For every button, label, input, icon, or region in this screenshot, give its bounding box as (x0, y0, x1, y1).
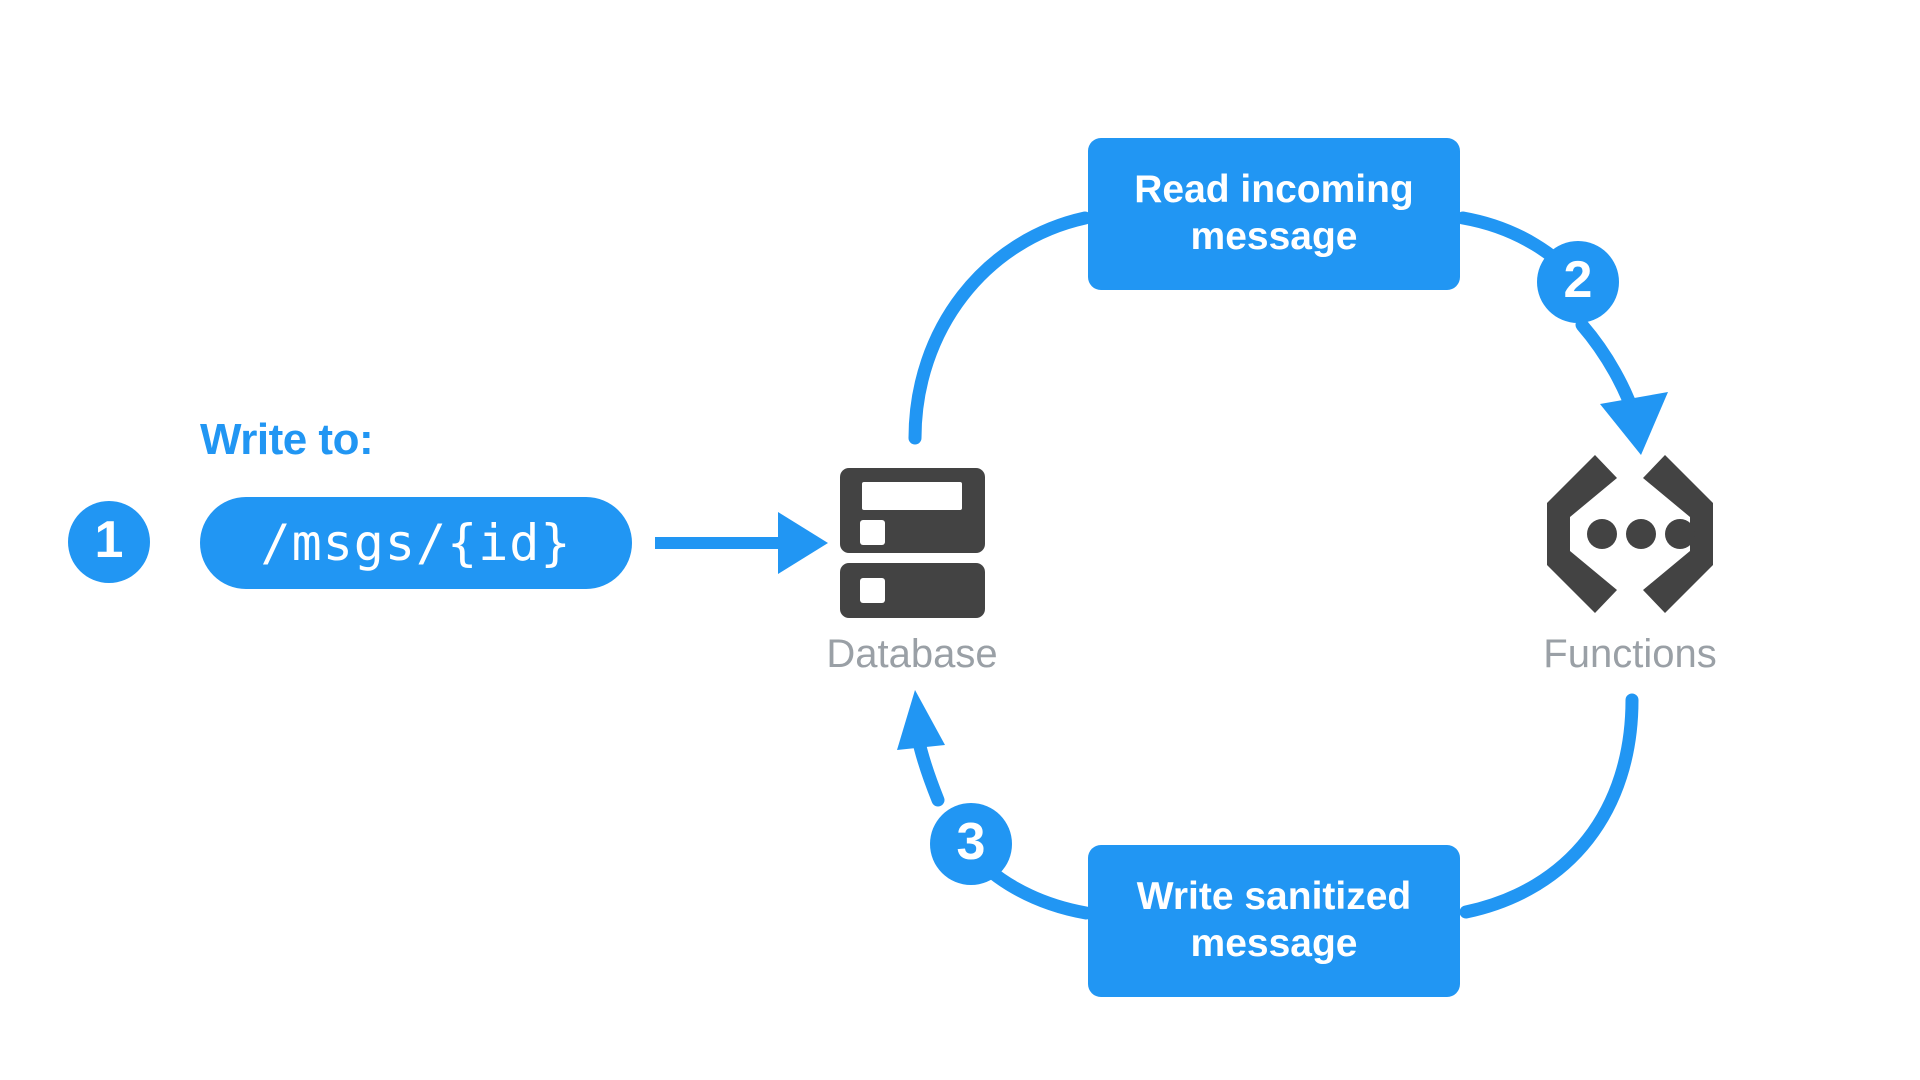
write-box-line-2: message (1190, 922, 1358, 965)
action-box-read-incoming-message[interactable]: Read incoming message (1088, 138, 1460, 290)
step-badge-2: 2 (1537, 241, 1619, 323)
brace-left-icon (1547, 455, 1617, 613)
ellipsis-dot-3 (1665, 519, 1695, 549)
step-badge-2-label: 2 (1563, 251, 1593, 309)
database-icon (839, 468, 985, 618)
database-to-read-curve (908, 211, 1092, 445)
write-box-line-1: Write sanitized (1136, 875, 1412, 919)
functions-label: Functions (1543, 632, 1717, 676)
step-badge-3-label: 3 (956, 813, 986, 871)
database-path-value: /msgs/{id} (260, 514, 572, 572)
read-box-line-1: Read incoming (1134, 168, 1414, 212)
database-led-top (859, 520, 885, 545)
action-box-write-sanitized-message[interactable]: Write sanitized message (1088, 845, 1460, 997)
database-unit-top (839, 468, 985, 553)
read-box-line-2: message (1190, 215, 1358, 258)
write-to-database-curve (897, 690, 1093, 920)
node-functions[interactable]: Functions (1490, 455, 1770, 677)
ellipsis-dot-1 (1587, 519, 1617, 549)
ellipsis-dot-2 (1626, 519, 1656, 549)
database-label: Database (826, 632, 998, 676)
step-badge-3: 3 (930, 803, 1012, 885)
database-slot-bar (861, 482, 962, 510)
node-database[interactable]: Database (772, 468, 1052, 677)
step-badge-1: 1 (68, 501, 150, 583)
database-path-pill[interactable]: /msgs/{id} (200, 497, 632, 589)
database-led-bottom (859, 578, 885, 603)
step-badge-1-label: 1 (94, 511, 124, 569)
brace-right-icon (1643, 455, 1713, 613)
functions-to-write-curve (1459, 693, 1639, 919)
write-to-label: Write to: (200, 415, 374, 464)
database-unit-bottom (839, 563, 985, 618)
functions-icon (1537, 455, 1723, 618)
